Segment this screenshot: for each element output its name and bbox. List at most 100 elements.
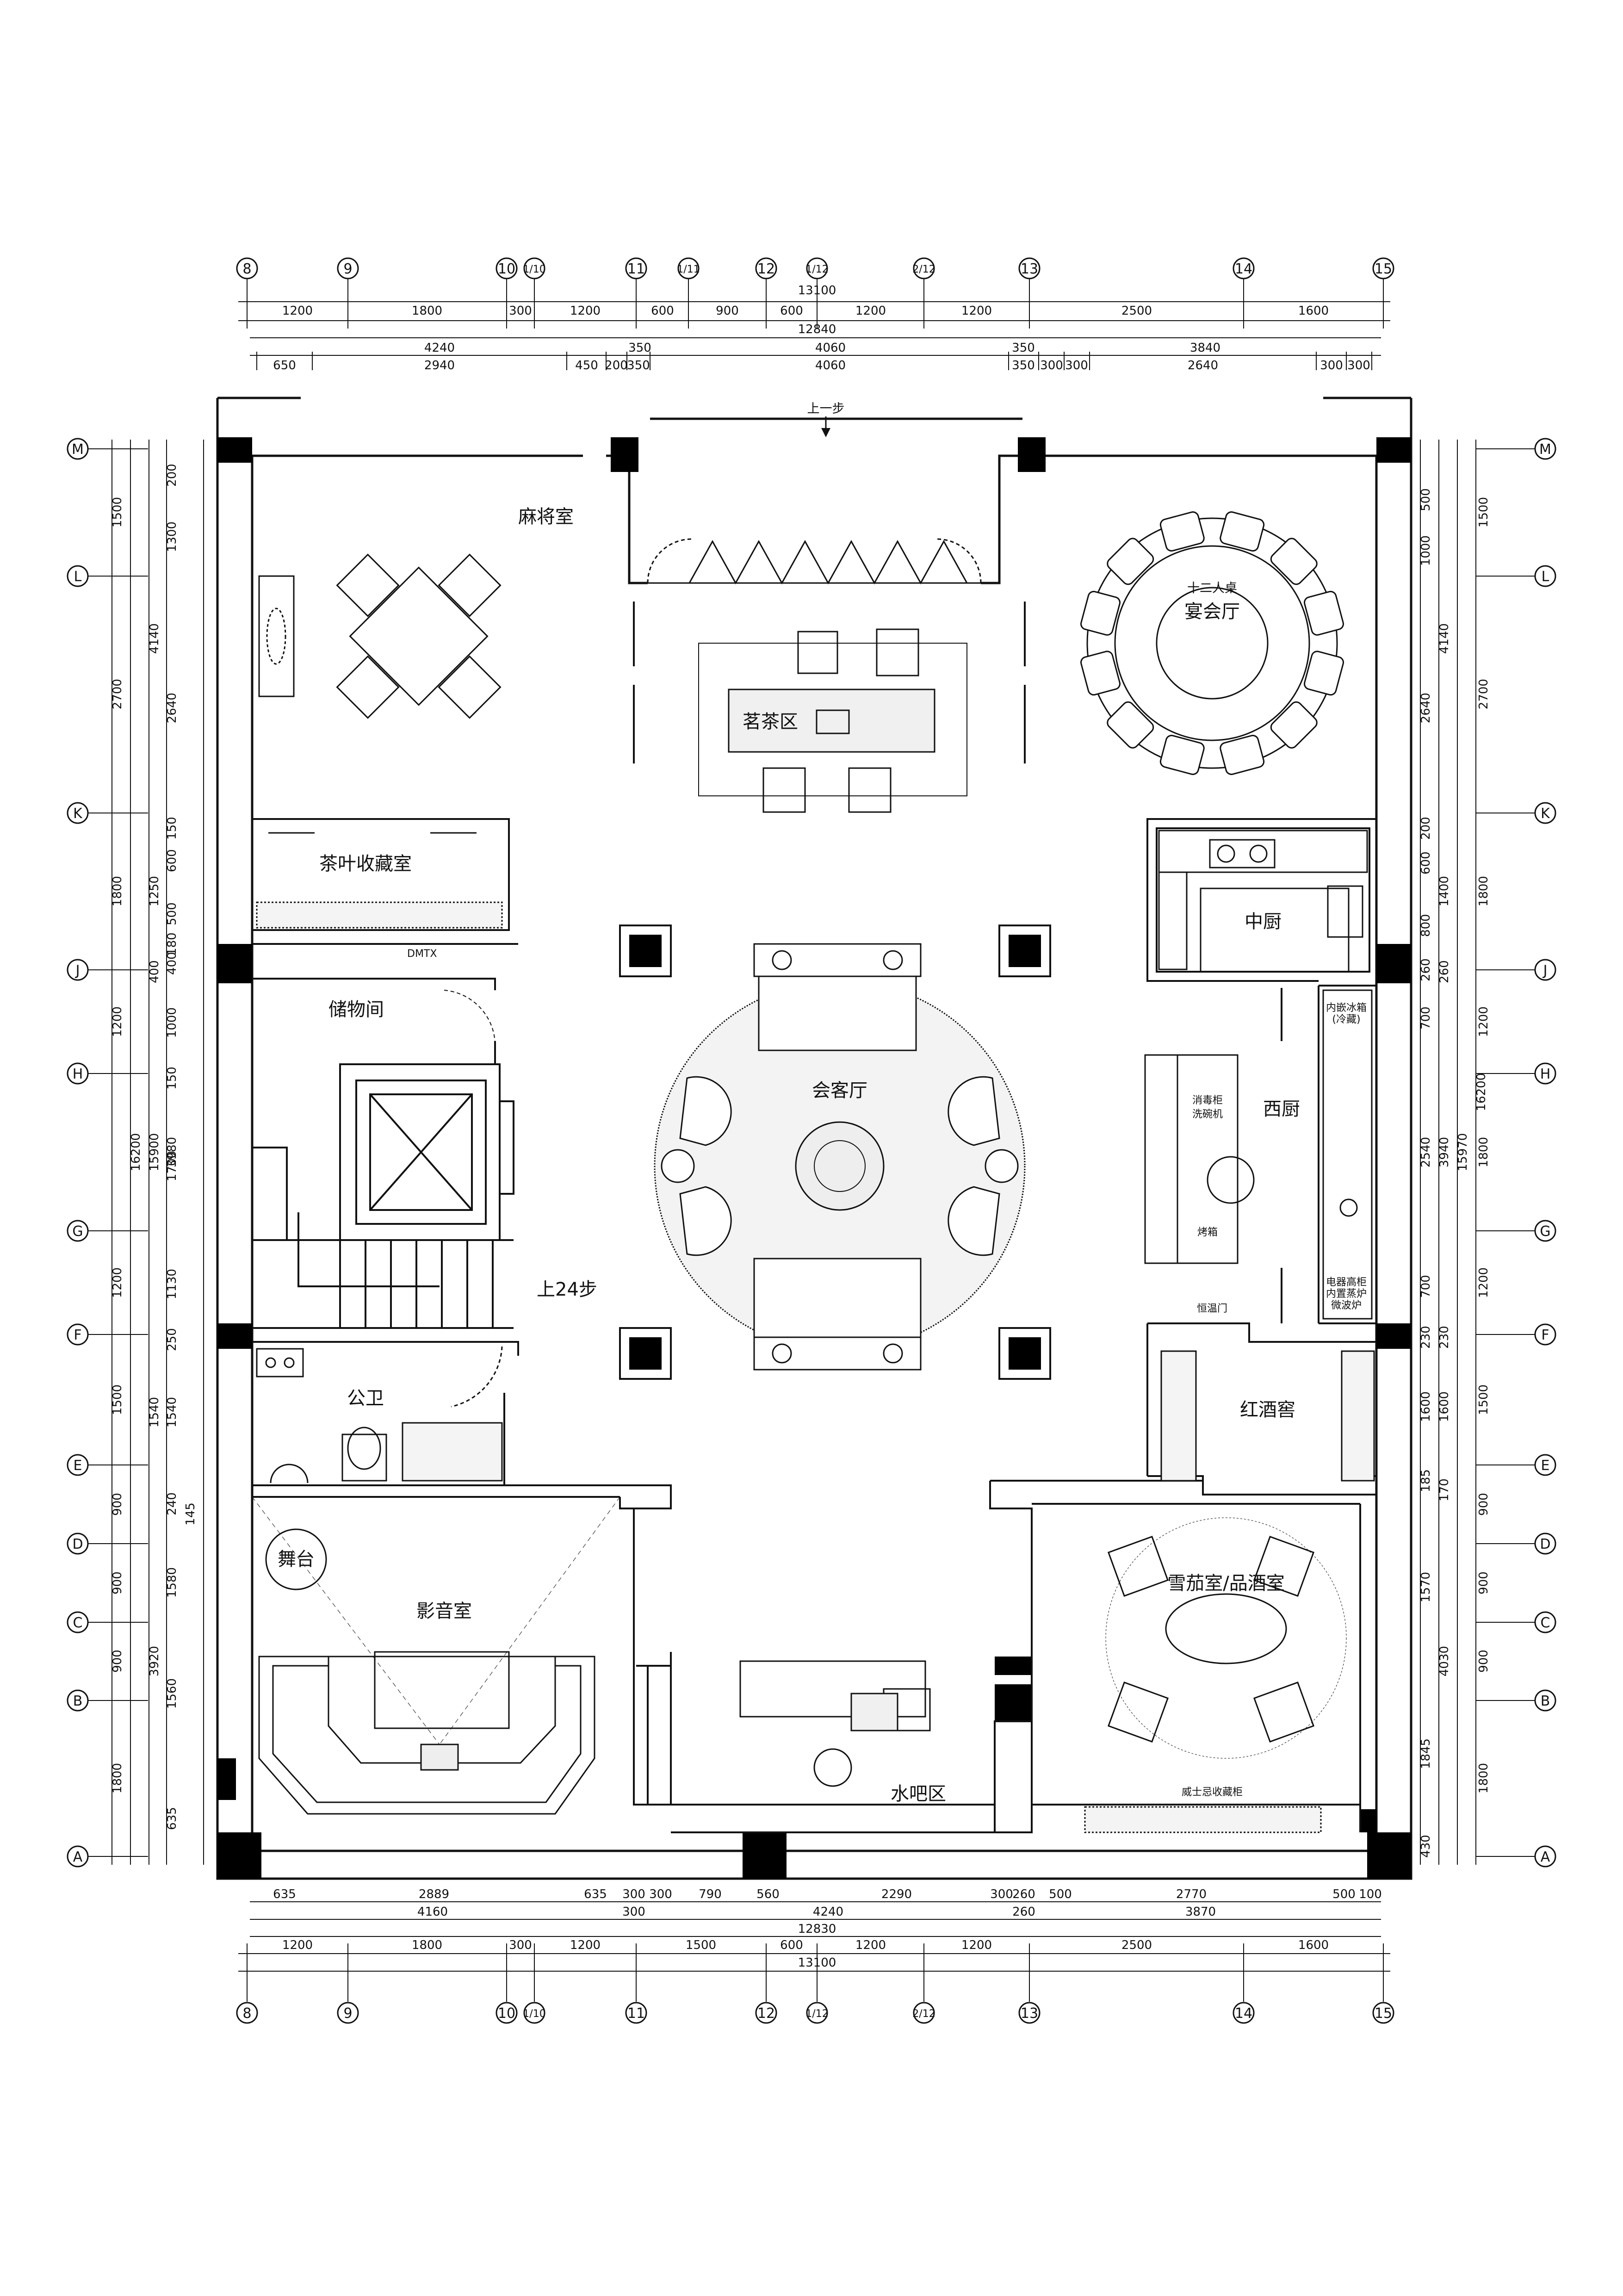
dim: 300 — [990, 1887, 1013, 1901]
axis-row-label: F — [74, 1327, 81, 1343]
dim: 2540 — [1419, 1137, 1433, 1167]
left-dimension-text: 1500 2700 1800 1200 1200 1500 900 900 90… — [111, 464, 198, 1830]
dim: 1000 — [1419, 535, 1433, 566]
dim: 1580 — [165, 1567, 179, 1598]
dim: 150 — [165, 817, 179, 840]
dim: 3840 — [1190, 341, 1220, 355]
wine-cellar-racks — [1160, 1350, 1375, 1482]
dim: 1500 — [1477, 1384, 1491, 1415]
microwave-label: 内置蒸炉 — [1326, 1288, 1367, 1300]
dim: 900 — [111, 1493, 124, 1516]
axis-col-label: 1/10 — [523, 264, 545, 275]
reception-rug — [654, 980, 1026, 1352]
dim: 1200 — [855, 304, 886, 318]
dim: 3980 — [165, 1137, 179, 1167]
dim: 1200 — [570, 1938, 601, 1952]
storage-door-swing[interactable] — [444, 990, 496, 1044]
dim: 2500 — [1121, 1938, 1152, 1952]
dim: 900 — [1477, 1493, 1491, 1516]
dim: 4240 — [813, 1905, 843, 1919]
dim: 230 — [1419, 1326, 1433, 1349]
axis-col-label: 1/10 — [523, 2008, 545, 2020]
dim: 300 — [1347, 359, 1370, 372]
dim: 600 — [780, 1938, 803, 1952]
axis-col-label: 2/12 — [912, 264, 935, 275]
dim: 300 — [1040, 359, 1063, 372]
dim: 4140 — [148, 623, 161, 654]
banquet-chair — [1304, 651, 1344, 696]
axis-col-label: 1/12 — [805, 264, 828, 275]
dim: 600 — [165, 849, 179, 872]
dim: 1200 — [961, 1938, 992, 1952]
dim: 500 — [1332, 1887, 1356, 1901]
room-label-middle-kitchen: 中厨 — [1245, 911, 1282, 932]
room-label-water-bar: 水吧区 — [891, 1783, 946, 1805]
dim-overall: 12830 — [798, 1922, 836, 1936]
dim: 300 — [509, 304, 532, 318]
banquet-chair — [1159, 735, 1205, 775]
dim: 900 — [1477, 1650, 1491, 1673]
dim: 430 — [1419, 1835, 1433, 1858]
dim-overall: 12840 — [798, 323, 836, 336]
bottom-axis-bubbles — [236, 2002, 1394, 2024]
dim: 16200 — [1474, 1073, 1488, 1111]
axis-row-label: L — [1542, 569, 1549, 585]
entry-folding-door[interactable] — [647, 538, 982, 585]
axis-row-label: K — [1541, 806, 1550, 822]
banquet-chair — [1080, 651, 1121, 696]
dim: 700 — [1419, 1006, 1433, 1030]
axis-row-label: B — [1541, 1693, 1550, 1709]
dim: 1800 — [111, 1763, 124, 1793]
dim: 350 — [1012, 341, 1035, 355]
dim: 600 — [651, 304, 674, 318]
dim: 1200 — [111, 1267, 124, 1298]
room-label-wine-cellar: 红酒窖 — [1240, 1399, 1295, 1421]
dim: 700 — [1419, 1275, 1433, 1298]
dim: 800 — [1419, 914, 1433, 937]
step-up-label: 上一步 — [807, 402, 845, 416]
axis-col-label: 11 — [627, 261, 645, 277]
banquet-chair — [1304, 590, 1344, 636]
whisky-cabinet-label: 威士忌收藏柜 — [1182, 1787, 1243, 1798]
dim: 2700 — [111, 679, 124, 709]
reception-sofas — [661, 943, 1019, 1371]
tea-storage-shelf — [256, 832, 503, 929]
axis-col-label: 14 — [1235, 2005, 1252, 2022]
room-label-western-kitchen: 西厨 — [1263, 1098, 1300, 1120]
banquet-chair — [1107, 701, 1154, 749]
bottom-dimension-lines — [238, 1901, 1390, 2002]
axis-row-label: A — [1541, 1849, 1550, 1865]
dim: 1700 — [165, 1151, 179, 1181]
banquet-chair — [1159, 511, 1205, 552]
dim: 2940 — [424, 359, 455, 372]
dim: 1570 — [1419, 1572, 1433, 1602]
dim: 300 — [1320, 359, 1343, 372]
dim: 1250 — [148, 876, 161, 906]
dim: 450 — [575, 359, 598, 372]
axis-row-label: C — [73, 1615, 83, 1631]
dim-overall: 13100 — [798, 1956, 836, 1970]
oven-label: 烤箱 — [1197, 1227, 1218, 1238]
dim: 900 — [716, 304, 739, 318]
axis-row-label: C — [1541, 1615, 1550, 1631]
cinema-furniture — [252, 1496, 620, 1815]
dim: 200 — [1419, 817, 1433, 840]
dim: 185 — [1419, 1469, 1433, 1492]
axis-row-label: M — [1539, 441, 1551, 458]
room-label-mahjong: 麻将室 — [518, 506, 574, 527]
dim: 260 — [1437, 960, 1451, 983]
axis-row-label: D — [72, 1536, 83, 1552]
dim: 145 — [184, 1502, 198, 1526]
dim: 260 — [1419, 958, 1433, 981]
banquet-chair — [1270, 701, 1318, 749]
reception-column-fills — [629, 935, 1041, 1370]
axis-row-label: H — [73, 1066, 83, 1082]
dim: 1800 — [1477, 1763, 1491, 1793]
dim: 1500 — [111, 497, 124, 527]
dim: 1800 — [412, 1938, 442, 1952]
dim: 635 — [165, 1807, 179, 1830]
dim: 635 — [584, 1887, 607, 1901]
thermostatic-door-label: 恒温门 — [1197, 1303, 1227, 1315]
dim-overall: 13100 — [798, 284, 836, 298]
dim: 2290 — [881, 1887, 912, 1901]
